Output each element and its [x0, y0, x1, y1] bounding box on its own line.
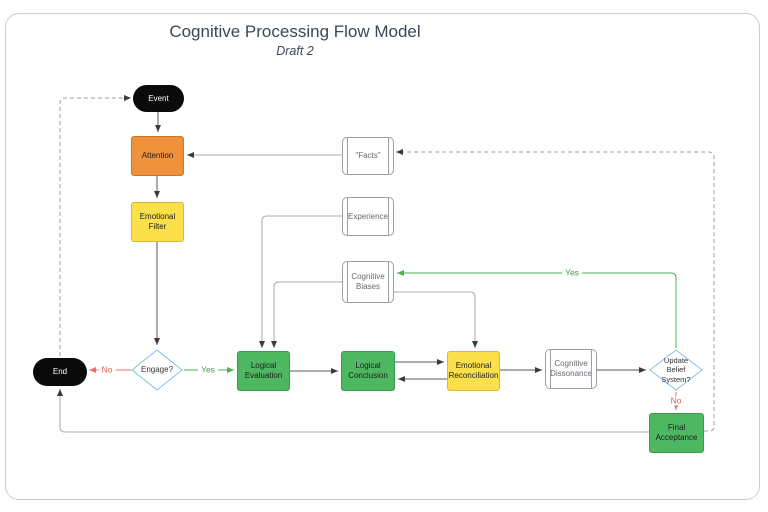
node-label: Attention — [141, 151, 174, 160]
node-label: Cognitive Dissonance — [550, 359, 592, 378]
node-label: Update Belief System? — [661, 355, 691, 384]
node-label: Final Acceptance — [655, 423, 698, 442]
node-logical-evaluation[interactable]: Logical Evaluation — [237, 351, 290, 391]
node-label: "Facts" — [355, 151, 381, 160]
edge-update-belief-yes-to-cognitive-biases[interactable] — [397, 270, 677, 348]
edge-experience-to-logical-evaluation[interactable] — [259, 215, 342, 348]
node-label: Cognitive Biases — [351, 272, 385, 291]
page-frame — [5, 13, 760, 500]
node-logical-conclusion[interactable]: Logical Conclusion — [341, 351, 395, 391]
edge-label-update-belief-yes[interactable]: Yes — [562, 267, 582, 278]
node-label: Experience — [347, 211, 389, 221]
node-label: Logical Evaluation — [244, 361, 283, 380]
node-cognitive-dissonance[interactable]: Cognitive Dissonance — [545, 349, 597, 389]
edge-label-engage-yes[interactable]: Yes — [198, 364, 218, 375]
node-end[interactable]: End — [33, 358, 87, 386]
node-attention[interactable]: Attention — [131, 136, 184, 176]
node-label: Emotional Reconciliation — [448, 361, 499, 380]
edge-label-engage-no[interactable]: No — [98, 364, 116, 375]
node-emotional-filter[interactable]: Emotional Filter — [131, 202, 184, 242]
node-experience[interactable]: Experience — [342, 197, 394, 236]
node-label: Event — [148, 93, 169, 103]
edge-cognitive-biases-to-emotional-reconciliation[interactable] — [394, 291, 478, 348]
edge-final-acceptance-to-facts[interactable] — [396, 149, 715, 432]
node-event[interactable]: Event — [133, 85, 184, 112]
node-facts[interactable]: "Facts" — [342, 137, 394, 175]
diamond-shape — [649, 349, 703, 391]
edge-label-update-belief-no[interactable]: No — [667, 395, 685, 406]
node-label: Emotional Filter — [139, 212, 176, 231]
page-subtitle: Draft 2 — [276, 44, 314, 59]
node-label: End — [52, 367, 68, 376]
node-emotional-reconciliation[interactable]: Emotional Reconciliation — [447, 351, 500, 391]
edge-end-to-event[interactable] — [59, 95, 131, 356]
edge-final-acceptance-to-end[interactable] — [57, 389, 649, 433]
edge-cognitive-biases-to-logical-evaluation[interactable] — [271, 281, 342, 348]
diagram-header: Cognitive Processing Flow Model Draft 2 — [100, 22, 490, 58]
page-title: Cognitive Processing Flow Model — [169, 22, 421, 41]
node-label: Logical Conclusion — [348, 361, 388, 380]
diamond-shape — [131, 349, 183, 391]
node-final-acceptance[interactable]: Final Acceptance — [649, 413, 704, 453]
node-engage-decision[interactable]: Engage? — [131, 349, 183, 391]
node-label: Engage? — [140, 365, 174, 374]
node-cognitive-biases[interactable]: Cognitive Biases — [342, 261, 394, 303]
node-update-belief-decision[interactable]: Update Belief System? — [649, 349, 703, 391]
